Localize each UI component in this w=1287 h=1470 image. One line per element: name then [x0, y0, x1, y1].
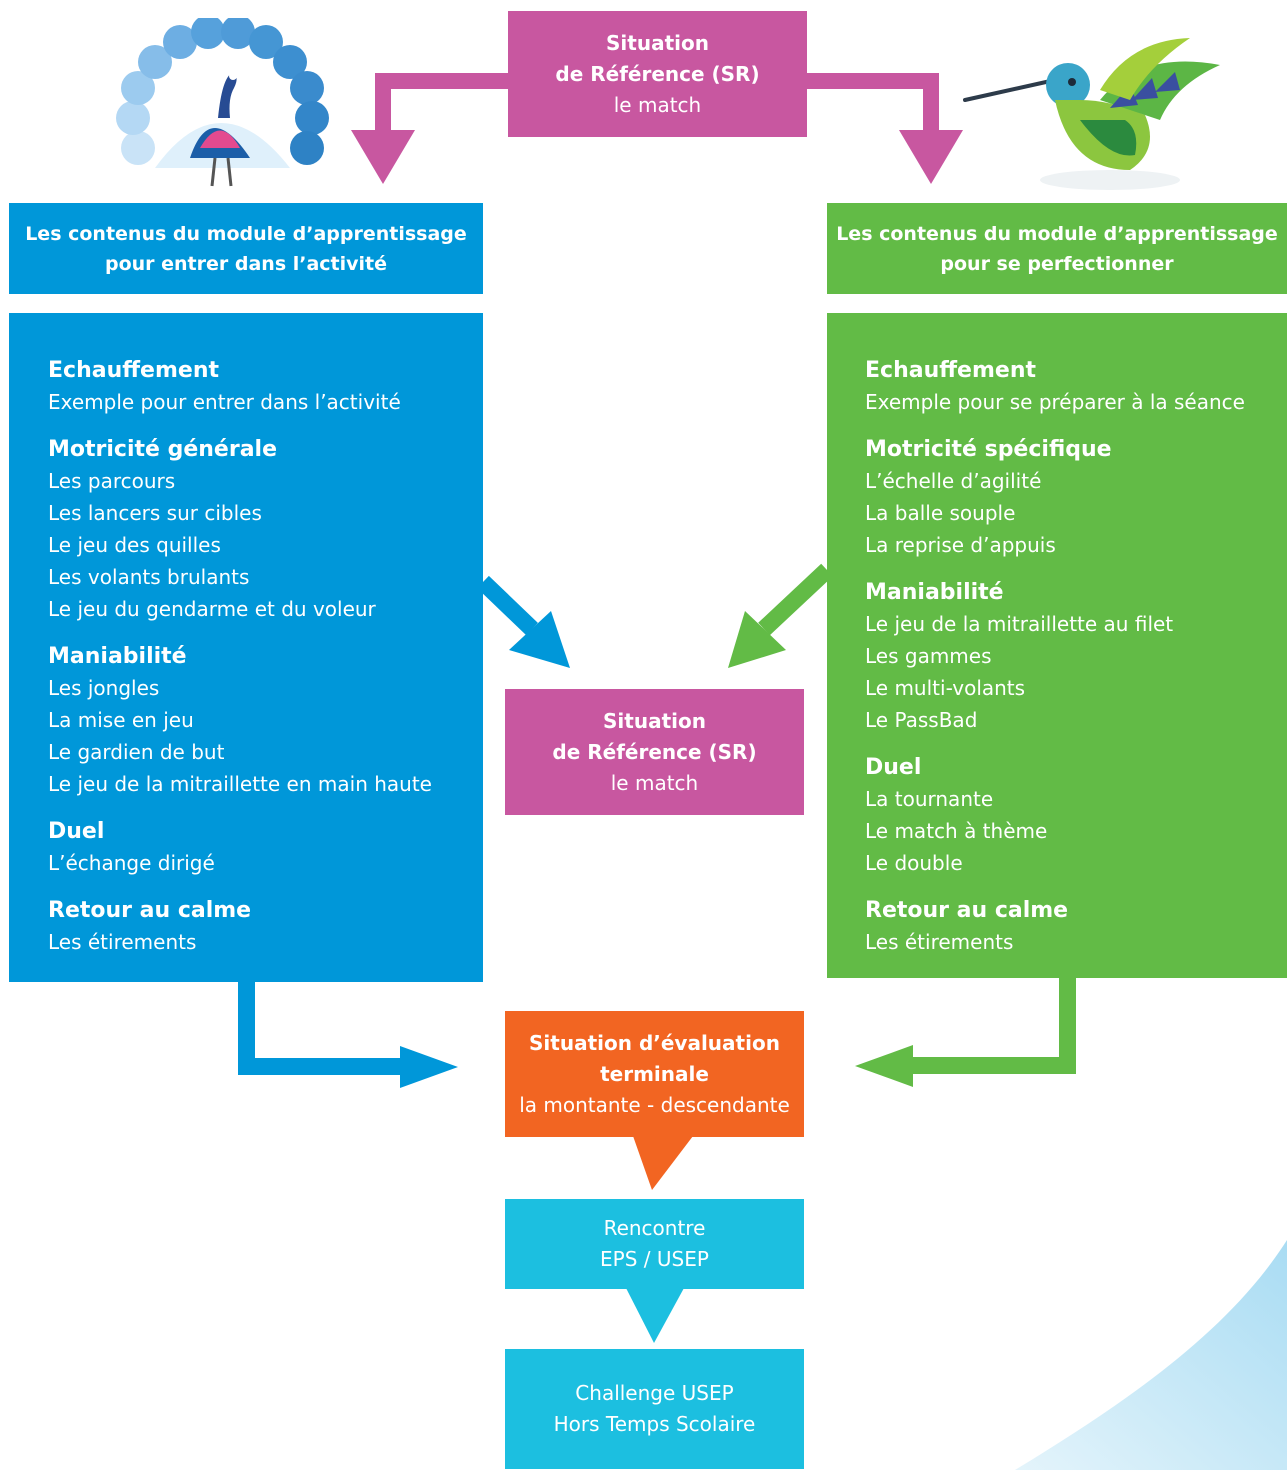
left-item: Les parcours: [48, 469, 176, 493]
evaluation-pointer: [633, 1136, 693, 1190]
left-item: Les étirements: [48, 930, 197, 954]
left-heading-echauffement: Echauffement: [48, 358, 220, 383]
left-item: Le jeu des quilles: [48, 533, 221, 557]
peacock-illustration: [116, 18, 329, 187]
left-heading-duel: Duel: [48, 819, 105, 844]
left-item: Le gardien de but: [48, 740, 225, 764]
left-module-header: Les contenus du module d’apprentissage p…: [9, 203, 483, 294]
right-item: Les étirements: [865, 930, 1014, 954]
right-item: Le double: [865, 851, 963, 875]
right-header-line2: pour se perfectionner: [940, 252, 1174, 275]
right-module-header: Les contenus du module d’apprentissage p…: [827, 203, 1287, 294]
evaluation-line2: terminale: [600, 1061, 709, 1086]
left-heading-motricite: Motricité générale: [48, 437, 278, 462]
right-header-line1: Les contenus du module d’apprentissage: [836, 222, 1278, 245]
terminal-evaluation-box: Situation d’évaluation terminale la mont…: [505, 1011, 804, 1137]
left-item: Les jongles: [48, 676, 160, 700]
sr-mid-line3: le match: [610, 770, 699, 795]
left-header-line2: pour entrer dans l’activité: [104, 252, 388, 275]
challenge-line1: Challenge USEP: [575, 1381, 734, 1405]
reference-situation-middle: Situation de Référence (SR) le match: [505, 689, 804, 815]
right-heading-duel: Duel: [865, 755, 922, 780]
sr-mid-line2: de Référence (SR): [552, 739, 757, 764]
right-item: Le PassBad: [865, 708, 978, 732]
right-item: La balle souple: [865, 501, 1016, 525]
left-heading-retour: Retour au calme: [48, 898, 252, 923]
blue-bottom-arrow: [238, 982, 458, 1088]
green-bottom-arrow: [855, 978, 1076, 1087]
evaluation-line1: Situation d’évaluation: [529, 1030, 780, 1055]
challenge-box: Challenge USEP Hors Temps Scolaire: [505, 1349, 804, 1469]
rencontre-pointer: [626, 1288, 684, 1343]
left-item: Les lancers sur cibles: [48, 501, 262, 525]
challenge-line2: Hors Temps Scolaire: [553, 1412, 756, 1436]
right-heading-motricite: Motricité spécifique: [865, 437, 1112, 462]
left-item: L’échange dirigé: [48, 851, 215, 875]
reference-situation-top: Situation de Référence (SR) le match: [508, 11, 807, 137]
evaluation-line3: la montante - descendante: [519, 1092, 790, 1117]
right-item: L’échelle d’agilité: [865, 469, 1042, 493]
left-item: La mise en jeu: [48, 708, 194, 732]
right-item: Le match à thème: [865, 819, 1048, 843]
right-heading-retour: Retour au calme: [865, 898, 1069, 923]
left-heading-maniabilite: Maniabilité: [48, 644, 187, 669]
sr-top-line1: Situation: [606, 30, 709, 55]
left-item: Le jeu de la mitraillette en main haute: [48, 772, 432, 796]
sr-top-line3: le match: [613, 92, 702, 117]
rencontre-line2: EPS / USEP: [600, 1247, 709, 1271]
right-item: Le multi-volants: [865, 676, 1026, 700]
right-item: La reprise d’appuis: [865, 533, 1056, 557]
right-item: Les gammes: [865, 644, 992, 668]
left-header-line1: Les contenus du module d’apprentissage: [25, 222, 467, 245]
rencontre-line1: Rencontre: [603, 1216, 706, 1240]
top-split-arrows: [351, 73, 963, 184]
left-item: Le jeu du gendarme et du voleur: [48, 597, 376, 621]
hummingbird-illustration: [963, 38, 1220, 190]
green-diagonal-arrow: [728, 563, 833, 668]
right-module-content: Echauffement Exemple pour se préparer à …: [827, 313, 1287, 978]
sr-mid-line1: Situation: [603, 708, 706, 733]
right-item: Exemple pour se préparer à la séance: [865, 390, 1245, 414]
right-item: Le jeu de la mitraillette au filet: [865, 612, 1174, 636]
blue-diagonal-arrow: [477, 575, 570, 668]
rencontre-box: Rencontre EPS / USEP: [505, 1199, 804, 1289]
left-item: Exemple pour entrer dans l’activité: [48, 390, 401, 414]
left-module-content: Echauffement Exemple pour entrer dans l’…: [9, 313, 483, 982]
right-item: La tournante: [865, 787, 994, 811]
right-heading-maniabilite: Maniabilité: [865, 580, 1004, 605]
left-item: Les volants brulants: [48, 565, 250, 589]
sr-top-line2: de Référence (SR): [555, 61, 760, 86]
right-heading-echauffement: Echauffement: [865, 358, 1037, 383]
